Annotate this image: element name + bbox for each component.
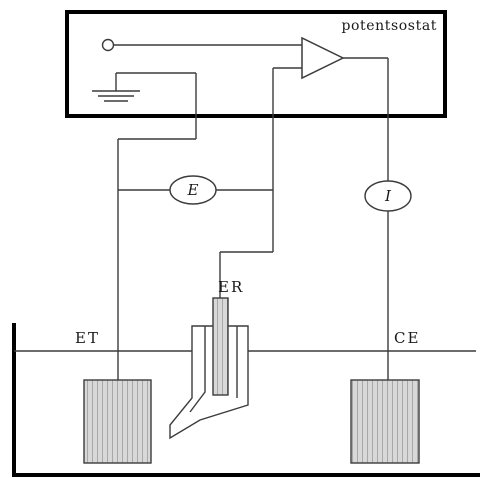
voltmeter: E xyxy=(118,175,273,205)
working-electrode-label: ET xyxy=(75,329,100,347)
reference-electrode-label: ER xyxy=(218,278,244,296)
reference-electrode-holder xyxy=(169,297,249,440)
ground-symbol-icon xyxy=(92,72,197,140)
amplifier-body xyxy=(301,36,345,80)
reference-electrode-lead xyxy=(219,67,302,300)
potentiostat-label: potentsostat xyxy=(341,18,437,34)
ammeter-label: I xyxy=(384,187,392,205)
potentiostat-box: potentsostat xyxy=(65,10,447,118)
voltmeter-label: E xyxy=(187,181,199,199)
working-electrode xyxy=(83,379,152,464)
input-terminal xyxy=(101,38,302,52)
op-amp-triangle-icon xyxy=(301,36,345,80)
counter-electrode xyxy=(350,379,420,464)
reference-electrode-rod xyxy=(212,297,229,396)
cell-container xyxy=(12,323,480,477)
counter-electrode-label: CE xyxy=(394,329,420,347)
potentiostat-frame xyxy=(65,10,447,118)
counter-electrode-lead: I xyxy=(343,57,412,380)
open-circle-terminal-icon xyxy=(101,38,115,52)
